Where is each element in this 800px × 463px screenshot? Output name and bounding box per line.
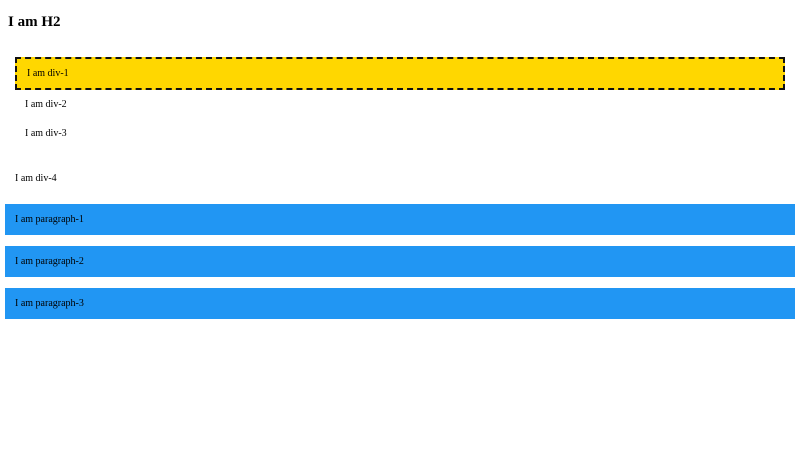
div-2: I am div-2 bbox=[25, 99, 67, 110]
div-1-highlighted: I am div-1 bbox=[15, 57, 785, 90]
page-heading: I am H2 bbox=[8, 14, 61, 30]
paragraph-3: I am paragraph-3 bbox=[5, 288, 795, 319]
div-container: I am div-1 I am div-2 I am div-3 bbox=[5, 47, 795, 158]
paragraph-2: I am paragraph-2 bbox=[5, 246, 795, 277]
div-4: I am div-4 bbox=[15, 173, 57, 184]
paragraph-1: I am paragraph-1 bbox=[5, 204, 795, 235]
div-3: I am div-3 bbox=[25, 128, 67, 139]
